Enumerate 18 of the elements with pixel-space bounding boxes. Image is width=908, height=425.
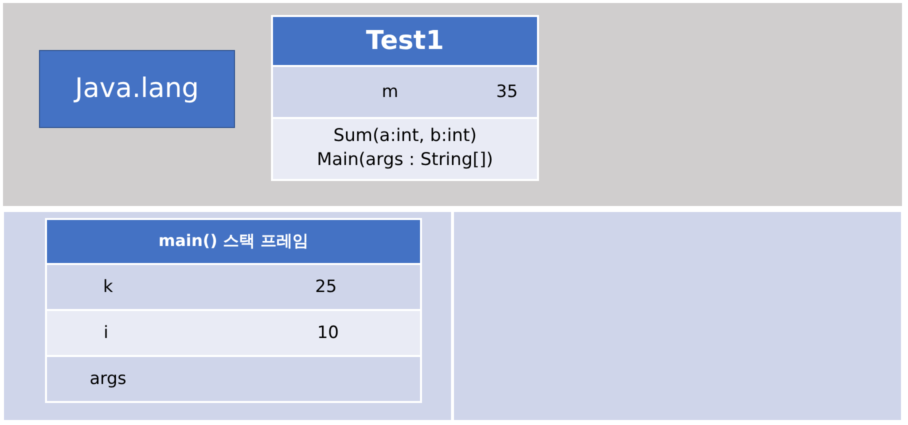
class-table bbox=[271, 15, 539, 181]
method-signature: Sum(a:int, b:int) bbox=[333, 125, 477, 148]
field-name: i bbox=[104, 322, 108, 344]
field-name: args bbox=[90, 368, 126, 390]
memory-area-panel bbox=[4, 212, 451, 420]
field-value: 25 bbox=[315, 276, 337, 298]
memory-area-panel bbox=[3, 3, 902, 206]
box-label: Java.lang bbox=[75, 72, 199, 106]
field-name: k bbox=[103, 276, 113, 298]
table-header: main() 스택 프레임 bbox=[47, 220, 420, 263]
field-value: 35 bbox=[496, 82, 518, 102]
stack-frame-table bbox=[45, 218, 422, 403]
field-value: 10 bbox=[317, 322, 339, 344]
table-header: Test1 bbox=[273, 17, 537, 65]
memory-area-panel bbox=[454, 212, 901, 420]
field-name: m bbox=[382, 82, 398, 102]
method-signature: Main(args : String[]) bbox=[316, 149, 494, 172]
package-box bbox=[39, 50, 235, 128]
